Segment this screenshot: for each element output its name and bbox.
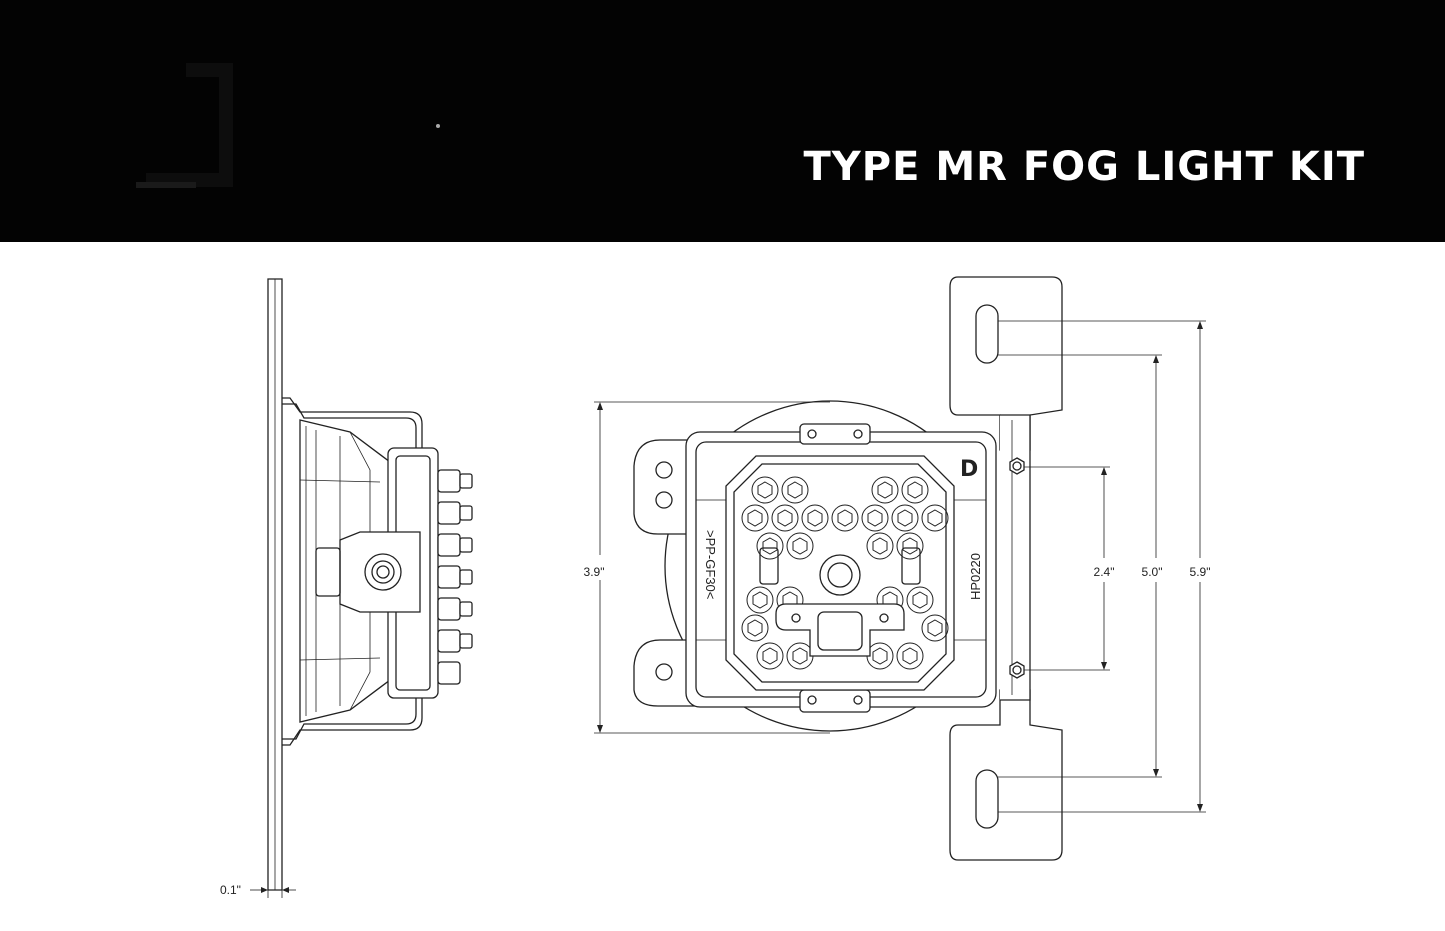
brand-mark: D <box>960 457 978 482</box>
front-bracket-bottom-tab <box>949 689 1063 861</box>
top-mount-slot <box>975 304 999 364</box>
side-pivot-bolt <box>364 553 402 591</box>
page-title: TYPE MR FOG LIGHT KIT <box>803 144 1365 190</box>
side-heatsink-fins <box>437 469 473 685</box>
lower-mount-nut <box>1009 661 1025 679</box>
dim-label-mount-hole-spacing: 2.4" <box>1094 565 1115 579</box>
bottom-mount-slot <box>975 769 999 829</box>
side-bracket-top <box>282 397 423 460</box>
front-view <box>633 276 1063 861</box>
part-code-left: >PP-GF30< <box>703 530 718 599</box>
dim-label-housing-height: 3.9" <box>584 565 605 579</box>
dim-bracket-thickness <box>250 870 296 898</box>
dim-slot-spacing <box>998 354 1162 778</box>
dim-label-thickness: 0.1" <box>220 883 241 897</box>
dim-label-slot-spacing: 5.0" <box>1142 565 1163 579</box>
dim-mount-hole-spacing <box>1024 466 1110 671</box>
part-code-right: HP0220 <box>968 553 983 600</box>
top-housing-tab <box>799 423 871 445</box>
dim-label-overall-height: 5.9" <box>1190 565 1211 579</box>
side-view <box>267 278 473 891</box>
brand-logo <box>136 63 440 188</box>
bottom-housing-tab <box>799 689 871 713</box>
center-optic <box>819 554 861 596</box>
upper-mount-nut <box>1009 457 1025 475</box>
connector-port <box>817 611 863 651</box>
header-banner: TYPE MR FOG LIGHT KIT <box>0 0 1445 242</box>
led-array <box>741 476 949 670</box>
upper-left-ear <box>633 439 701 535</box>
dim-housing-height <box>594 401 830 734</box>
dim-overall-height <box>998 320 1206 813</box>
technical-drawing: >PP-GF30< HP0220 D 0.1" 3.9" <box>220 276 1211 898</box>
side-bracket-bottom <box>282 690 423 746</box>
